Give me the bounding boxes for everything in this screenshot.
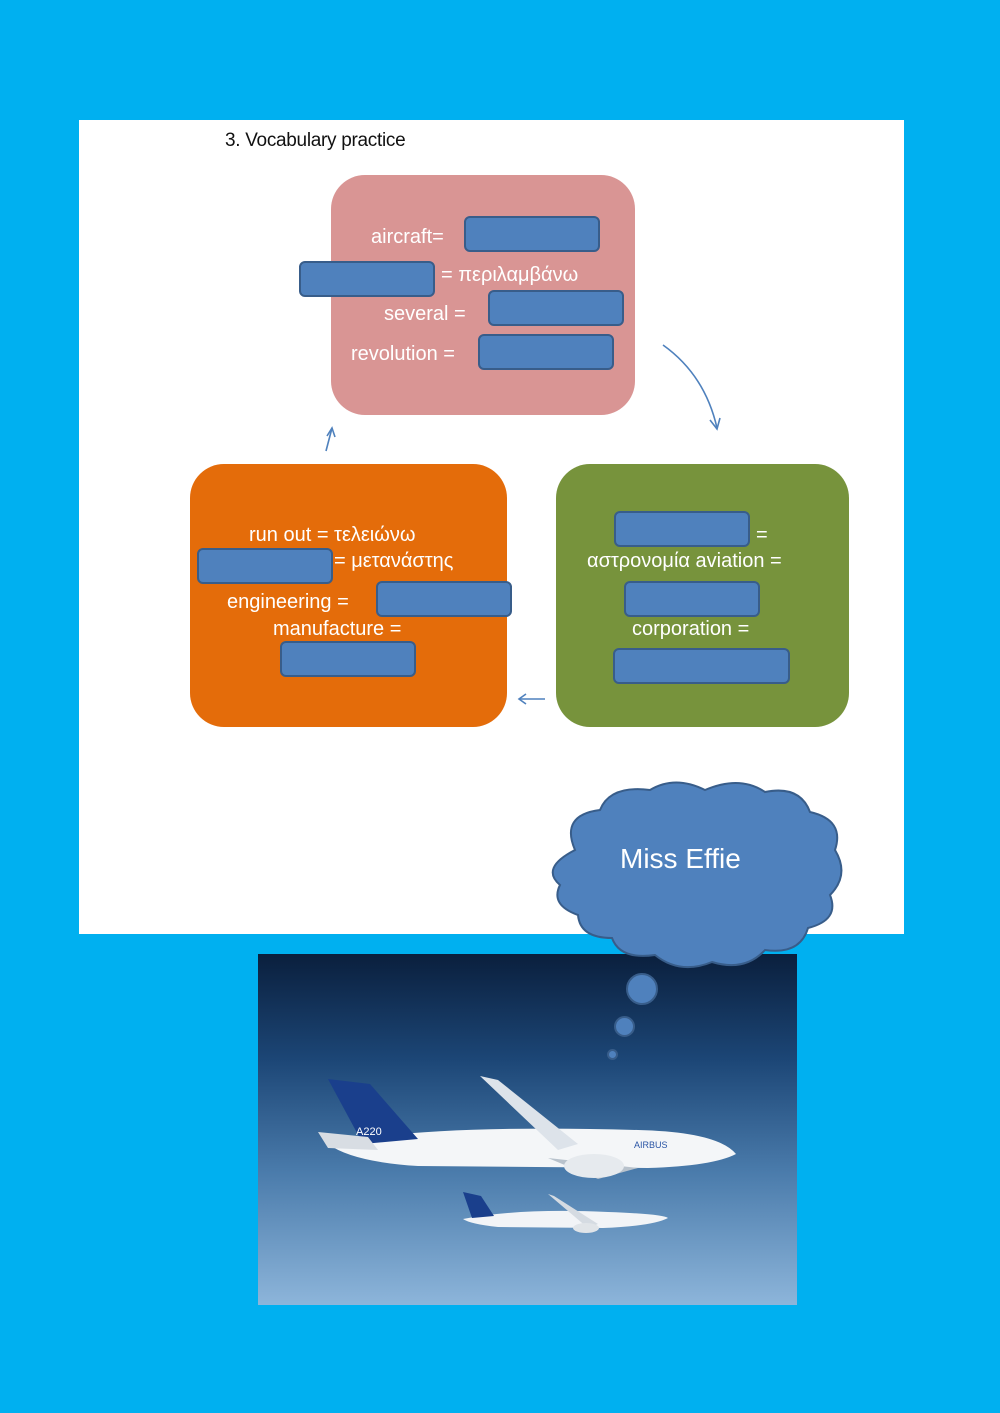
arrow-orange-to-pink [325,427,333,452]
small-plane-fuselage [463,1210,668,1228]
small-plane-tail [463,1192,494,1218]
airplanes-illustration: A220 AIRBUS [318,1076,736,1233]
cloud-shape [551,781,843,969]
label-manufacture: manufacture = [273,618,402,640]
label-aircraft: aircraft= [371,226,444,248]
label-engineering: engineering = [227,591,349,613]
label-astronomy-aviation: αστρονομία aviation = [587,550,782,572]
small-plane-engine [573,1223,599,1233]
airplane-photo: A220 AIRBUS [258,954,797,1305]
label-run-out: run out = τελειώνω [249,524,416,546]
big-plane-wing [480,1076,578,1150]
big-plane-engine [564,1154,624,1178]
body-text: AIRBUS [634,1140,668,1150]
answer-blank-immigrant[interactable] [197,548,333,584]
small-plane-wing [548,1194,598,1228]
answer-blank-engineering[interactable] [376,581,512,617]
label-revolution: revolution = [351,343,455,365]
answer-blank-astronomy[interactable] [614,511,750,547]
exercise-title: 3. Vocabulary practice [225,130,406,151]
arrow-pink-to-green-head [709,417,721,431]
big-plane-stabilizer [318,1132,378,1150]
answer-blank-aviation[interactable] [624,581,760,617]
label-include: = περιλαμβάνω [441,264,579,286]
label-corporation: corporation = [632,618,750,640]
answer-blank-revolution[interactable] [478,334,614,370]
tail-text: A220 [356,1126,382,1138]
answer-blank-corporation[interactable] [613,648,790,684]
big-plane-tail [328,1079,418,1144]
label-immigrant: = μετανάστης [334,550,454,572]
answer-blank-manufacture[interactable] [280,641,416,677]
arrow-orange-to-pink-head [326,426,336,438]
arrow-green-to-orange-head [517,693,527,705]
label-astronomy-equals: = [756,524,768,546]
answer-blank-aircraft[interactable] [464,216,600,252]
arrow-pink-to-green [662,344,718,429]
big-plane-fuselage [328,1128,736,1168]
cloud-label: Miss Effie [620,843,741,874]
thought-bubble-large [626,973,658,1005]
answer-blank-include[interactable] [299,261,435,297]
answer-blank-several[interactable] [488,290,624,326]
thought-bubble-medium [614,1016,635,1037]
thought-bubble-small [607,1049,618,1060]
label-several: several = [384,303,466,325]
